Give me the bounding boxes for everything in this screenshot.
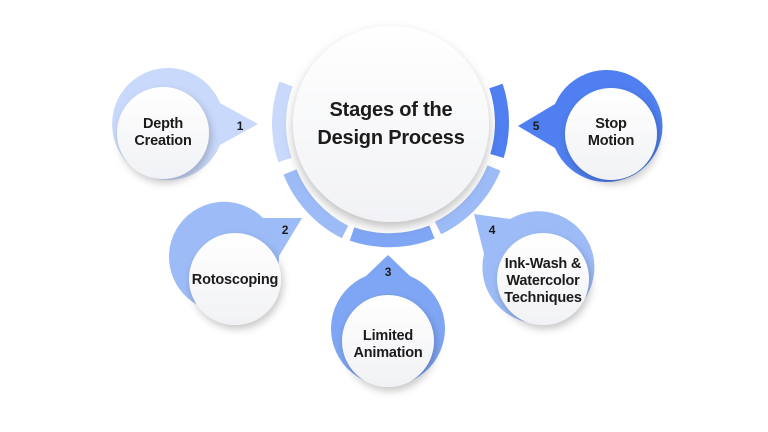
stage-1-label: Depth Creation [134, 116, 192, 149]
ring-segment-left [272, 81, 293, 163]
ring-segment-bottom [349, 225, 435, 248]
stage-5-node [518, 70, 663, 183]
stage-3-number: 3 [384, 265, 392, 279]
stage-5-label: Stop Motion [587, 116, 635, 149]
stage-2-circle [189, 233, 281, 325]
stage-4-circle [497, 233, 589, 325]
stage-1-circle [117, 87, 209, 179]
stage-3-circle [342, 295, 434, 387]
ring-segment-bottom-left [283, 169, 349, 239]
diagram-title: Stages of the Design Process [317, 99, 465, 149]
stage-5-circle [565, 88, 657, 180]
stage-2-number: 2 [281, 223, 289, 237]
center-ring [272, 81, 509, 248]
stage-3-node [331, 255, 445, 387]
stage-2-node [169, 201, 302, 325]
stage-2-label: Rotoscoping [191, 271, 279, 288]
stage-4-node [474, 211, 595, 325]
center-circle [293, 26, 489, 222]
stage-5-number: 5 [532, 119, 540, 133]
stage-1-node [112, 68, 259, 180]
ring-segment-bottom-right [434, 165, 501, 235]
stage-4-label: Ink-Wash & Watercolor Techniques [504, 255, 582, 306]
ring-segment-right [489, 83, 509, 159]
stage-1-number: 1 [236, 119, 244, 133]
stage-3-label: Limited Animation [353, 328, 423, 361]
stage-4-number: 4 [488, 223, 496, 237]
